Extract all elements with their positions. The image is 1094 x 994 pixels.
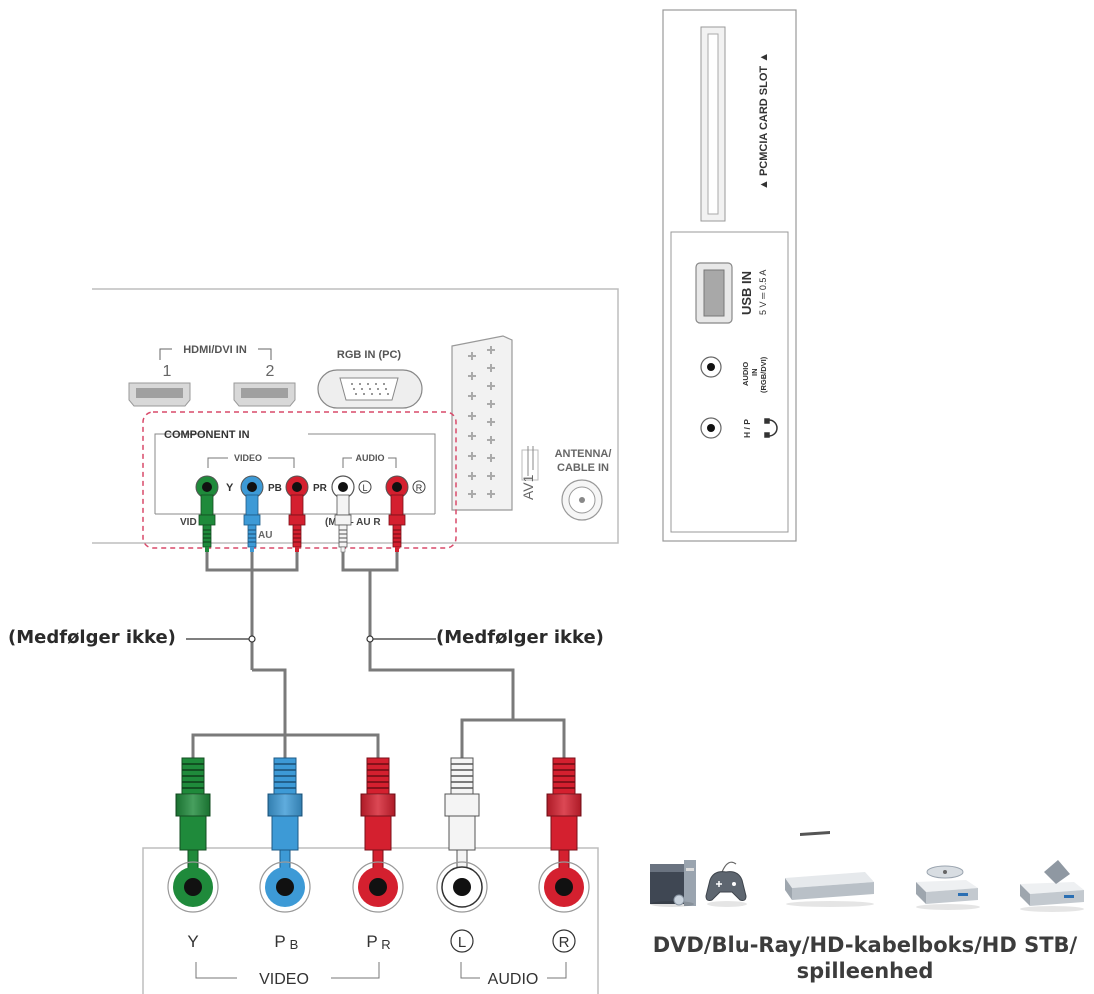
device-caption-line2: spilleenhed — [796, 959, 934, 983]
av1-indicator: AV1 — [520, 446, 539, 500]
usb-label: USB IN — [739, 271, 754, 315]
hp-label: H / P — [742, 419, 752, 438]
video-group-label: VIDEO — [234, 453, 262, 463]
tv-jack-y-label: Y — [226, 482, 234, 494]
device-panel: Y P B P R L R VIDEO AUDIO — [142, 757, 599, 994]
rgb-port — [317, 369, 423, 409]
device-jack-y-label: Y — [187, 932, 198, 951]
av1-label: AV1 — [520, 474, 536, 500]
tv-rear-panel: HDMI/DVI IN 1 2 RGB IN (PC) — [92, 288, 619, 553]
device-video-bracket — [195, 962, 380, 979]
headphone-jack — [700, 417, 722, 439]
usb-port — [695, 262, 733, 324]
hdmi-port-1-label: 1 — [163, 363, 172, 380]
device-jack-r-badge — [552, 929, 576, 953]
device-jack-pb — [259, 861, 311, 913]
callout-right: (Medfølger ikke) — [436, 627, 604, 648]
device-plug-pb — [267, 757, 303, 871]
scart-port — [451, 335, 513, 511]
bluray-player-icon — [916, 865, 980, 910]
hdmi-label: HDMI/DVI IN — [183, 344, 247, 356]
pc-icon — [650, 860, 696, 907]
audio-in-label-1: AUDIO — [741, 362, 750, 386]
device-jack-pb-sub: B — [290, 937, 299, 952]
headphone-icon — [764, 418, 778, 438]
audio-in-label-3: (RGB/DVI) — [759, 356, 768, 393]
device-plug-r — [546, 757, 582, 871]
tv-jack-l-label: L — [362, 483, 367, 493]
side-io-box — [670, 231, 789, 533]
device-jack-l-label: L — [458, 934, 466, 951]
audio-group-label: AUDIO — [356, 453, 385, 463]
rgb-in-group: RGB IN (PC) — [317, 349, 423, 409]
tv-jack-pr-label: PR — [313, 483, 328, 494]
tv-jack-r — [385, 475, 409, 499]
hdmi-port-2 — [233, 382, 296, 407]
device-plug-pr — [360, 757, 396, 871]
hdmi-port-2-label: 2 — [266, 363, 275, 380]
tv-jack-y — [195, 475, 219, 499]
antenna-group: ANTENNA/ CABLE IN — [555, 448, 612, 521]
hdmi-port-1 — [128, 382, 191, 407]
device-video-label: VIDEO — [259, 971, 309, 988]
callout-left: (Medfølger ikke) — [8, 627, 176, 648]
antenna-label-1: ANTENNA/ — [555, 448, 612, 460]
tv-plug-r — [388, 494, 406, 552]
pcmcia-label: ▲ PCMCIA CARD SLOT ▲ — [758, 52, 770, 190]
audio-in-jack — [700, 356, 722, 378]
antenna-jack — [561, 479, 603, 521]
device-jack-l — [436, 861, 488, 913]
device-audio-bundle — [460, 718, 566, 758]
av-strip-left: VID — [180, 517, 197, 528]
component-highlight-box — [142, 411, 457, 549]
tv-plug-y — [198, 494, 216, 552]
antenna-label-2: CABLE IN — [557, 462, 609, 474]
device-audio-label: AUDIO — [488, 971, 539, 988]
usb-rating: 5 V ═ 0.5 A — [758, 270, 768, 315]
device-jack-y — [167, 861, 219, 913]
callout-leaders — [186, 635, 436, 643]
device-caption-line1: DVD/Blu-Ray/HD-kabelboks/HD STB/ — [652, 933, 1078, 957]
component-in-label: COMPONENT IN — [164, 429, 250, 441]
gamepad-icon — [705, 861, 747, 907]
hdmi-group: HDMI/DVI IN 1 2 — [128, 344, 296, 407]
device-jack-pr — [352, 861, 404, 913]
tv-plug-l — [334, 494, 352, 553]
pcmcia-slot — [700, 26, 726, 222]
av-strip-mid: AU — [258, 530, 272, 541]
side-panel: ▲ PCMCIA CARD SLOT ▲ USB IN 5 V ═ 0.5 A … — [662, 9, 797, 542]
device-icons — [650, 830, 1084, 912]
rgb-label: RGB IN (PC) — [337, 349, 402, 361]
device-jack-r-label: R — [559, 934, 570, 951]
tv-panel-outline — [92, 288, 619, 544]
dvd-player-icon — [785, 830, 874, 907]
tv-jack-r-label: R — [416, 483, 423, 493]
tv-plug-pr — [288, 494, 306, 552]
device-jack-pr-label: P — [366, 932, 377, 951]
device-plug-y — [175, 757, 211, 871]
av-strip-right: (M L – AU R — [325, 517, 381, 528]
video-trunk-jog — [252, 668, 287, 735]
device-audio-bracket — [460, 962, 567, 979]
device-jack-l-badge — [450, 929, 474, 953]
device-caption: DVD/Blu-Ray/HD-kabelboks/HD STB/ spillee… — [640, 932, 1090, 984]
tv-plug-pb — [243, 494, 261, 552]
tv-audio-bundle-top — [341, 552, 399, 572]
cables — [191, 552, 566, 758]
device-jack-pr-sub: R — [381, 937, 390, 952]
tv-jack-pb-label: PB — [268, 483, 282, 494]
settop-box-icon — [1020, 860, 1084, 912]
device-jack-pb-label: P — [274, 932, 285, 951]
device-jack-r — [538, 861, 590, 913]
device-plug-l — [444, 757, 480, 871]
audio-trunk — [368, 570, 515, 720]
audio-in-label-2: IN — [750, 369, 759, 377]
